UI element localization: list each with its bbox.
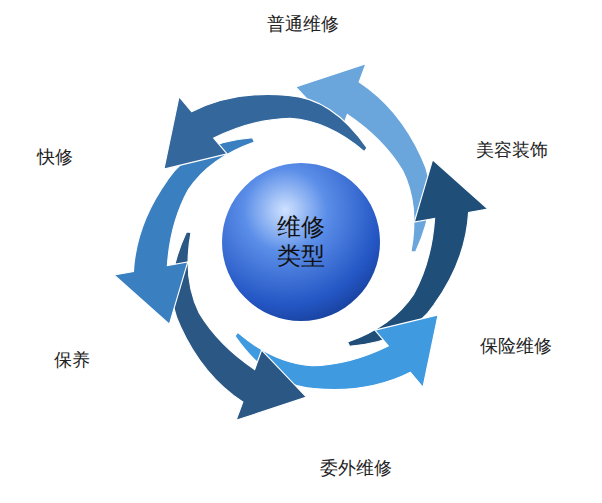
category-label: 美容装饰 [476,138,548,162]
center-sphere: 维修 类型 [221,162,381,322]
category-label: 保险维修 [480,334,552,358]
category-label: 保养 [54,348,90,372]
sphere-title: 维修 类型 [275,213,328,271]
category-label: 快修 [37,145,73,169]
category-label: 委外维修 [320,456,392,480]
category-label: 普通维修 [267,12,339,36]
